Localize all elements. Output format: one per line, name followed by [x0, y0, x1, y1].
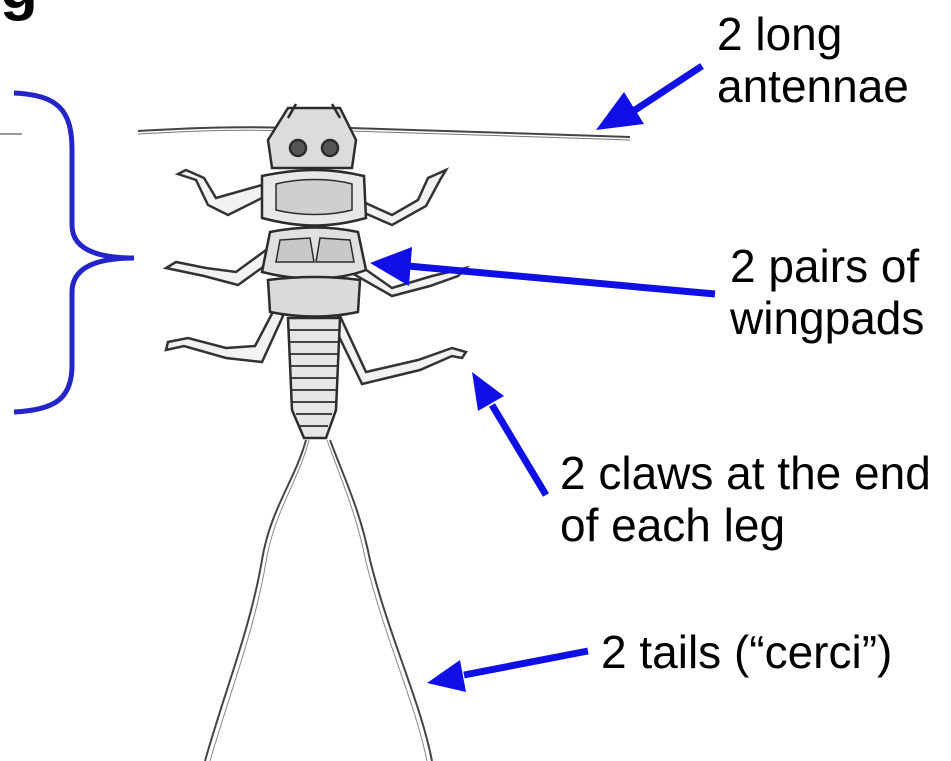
- body: [262, 104, 366, 438]
- label-tails: 2 tails (“cerci”): [601, 626, 892, 678]
- label-claws: 2 claws at the end of each leg: [560, 447, 931, 551]
- wingpads-hind: [268, 277, 360, 317]
- label-antennae-line-2: antennae: [717, 60, 909, 112]
- label-antennae: 2 long antennae: [717, 8, 909, 112]
- cerci: [205, 440, 432, 761]
- label-wingpads-line-2: wingpads: [730, 292, 924, 344]
- arrows: [370, 66, 715, 692]
- label-tails-line-1: 2 tails (“cerci”): [601, 626, 892, 678]
- label-wingpads-line-1: 2 pairs of: [730, 240, 924, 292]
- arrow-antennae: [596, 66, 702, 130]
- arrow-claws: [472, 372, 546, 495]
- curly-bracket: [14, 93, 134, 412]
- label-claws-line-2: of each leg: [560, 499, 931, 551]
- head: [268, 108, 356, 168]
- label-antennae-line-1: 2 long: [717, 8, 909, 60]
- antennae: [138, 127, 630, 140]
- arrow-tails: [427, 651, 588, 692]
- label-wingpads: 2 pairs of wingpads: [730, 240, 924, 344]
- label-claws-line-1: 2 claws at the end: [560, 447, 931, 499]
